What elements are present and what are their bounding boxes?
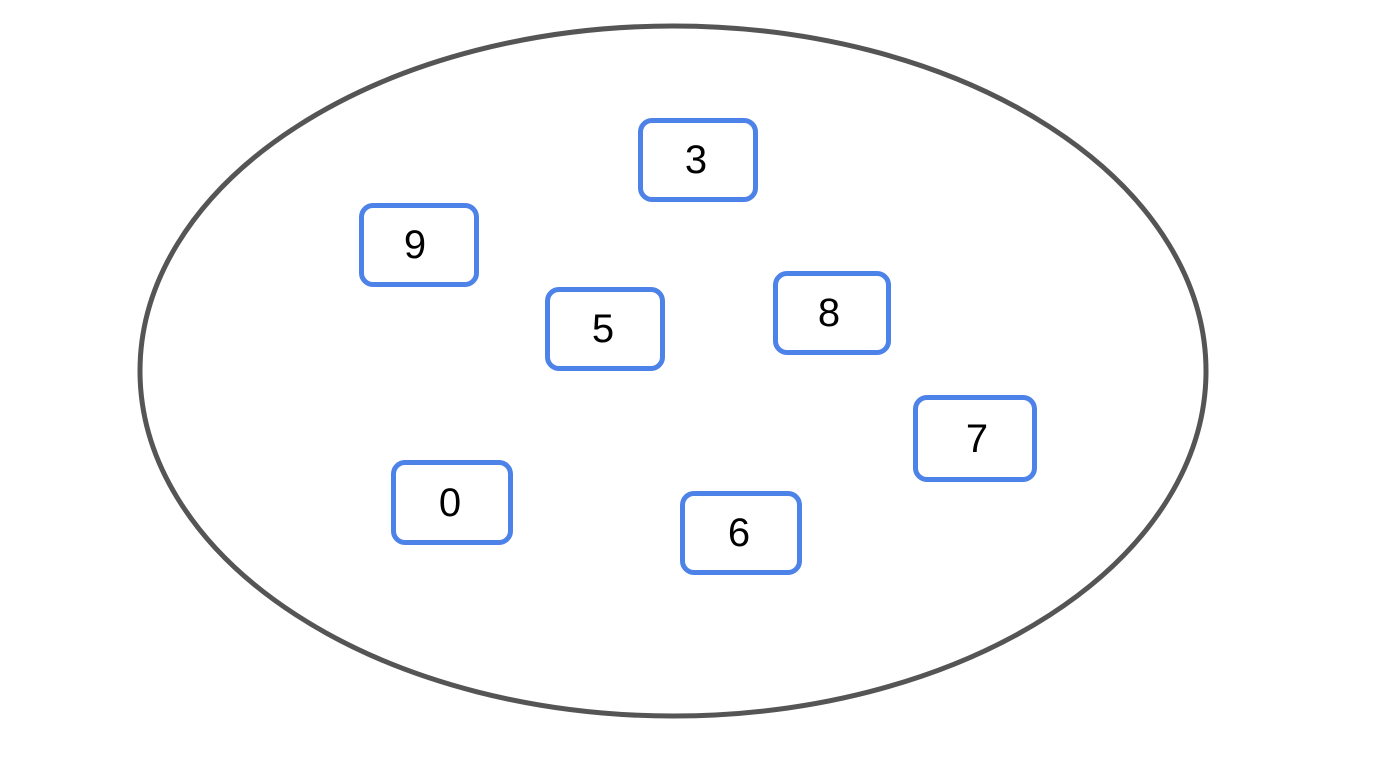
node-box-6[interactable]: 6 [680, 491, 802, 575]
node-label-8: 8 [817, 291, 841, 335]
node-label-3: 3 [684, 138, 708, 182]
node-box-9[interactable]: 9 [359, 203, 479, 287]
node-box-5[interactable]: 5 [545, 287, 665, 371]
node-label-9: 9 [403, 223, 427, 267]
node-box-8[interactable]: 8 [773, 271, 891, 355]
node-box-3[interactable]: 3 [638, 118, 758, 202]
set-boundary-ellipse [137, 23, 1209, 719]
node-label-5: 5 [591, 307, 615, 351]
node-label-6: 6 [727, 511, 751, 555]
node-label-0: 0 [438, 480, 462, 525]
node-box-7[interactable]: 7 [913, 395, 1037, 482]
node-box-0[interactable]: 0 [391, 460, 513, 545]
node-label-7: 7 [965, 416, 989, 461]
